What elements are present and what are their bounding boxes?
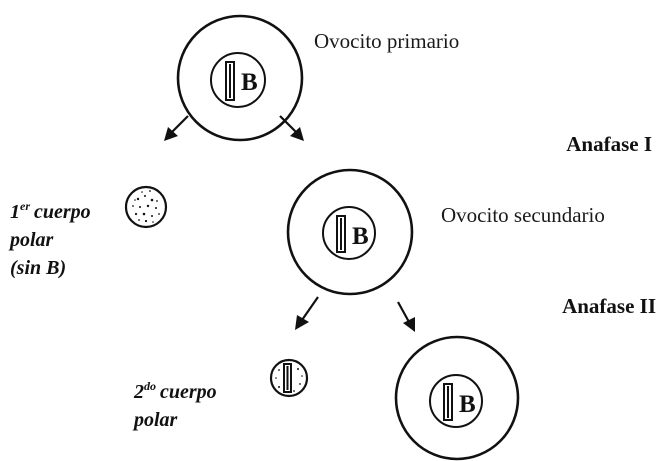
arrow-to-secondary-oocyte (279, 115, 304, 141)
ovum-cell (394, 335, 520, 461)
secondary-oocyte: B (286, 168, 414, 296)
secondary-oocyte-nucleus (322, 206, 376, 260)
primary-oocyte-allele-label: B (241, 69, 258, 96)
second-polar-body-line2: polar (132, 409, 178, 431)
ovum: B (394, 335, 520, 461)
primary-oocyte: B (176, 14, 304, 142)
first-polar-body-cell (124, 185, 168, 229)
secondary-oocyte-allele-label: B (352, 223, 369, 250)
arrow-to-first-polar-body (164, 115, 189, 141)
ovum-chromosome (443, 383, 453, 421)
secondary-oocyte-chromosome (336, 215, 346, 253)
primary-oocyte-nucleus (210, 52, 266, 108)
second-polar-body-ordinal: 2 (133, 381, 144, 403)
primary-oocyte-label: Ovocito primario (314, 29, 459, 53)
primary-oocyte-cell (176, 14, 304, 142)
first-polar-body-word: cuerpo (34, 201, 91, 223)
first-polar-body-label: 1er cuerpo polar (sin B) (8, 199, 91, 279)
secondary-oocyte-label: Ovocito secundario (441, 203, 605, 227)
first-polar-body-speckles (132, 190, 160, 223)
anaphase-2-label: Anafase II (562, 294, 656, 318)
second-polar-body-ordinal-sup: do (144, 379, 156, 393)
arrow-to-second-polar-body (295, 296, 319, 330)
second-polar-body-word: cuerpo (160, 381, 217, 403)
second-polar-body-chromosome (283, 363, 292, 393)
second-polar-body-label: 2do cuerpo polar (132, 379, 217, 431)
anaphase-1-label: Anafase I (566, 132, 652, 156)
ovum-nucleus (429, 374, 483, 428)
first-polar-body-line3: (sin B) (10, 257, 66, 279)
first-polar-body-ordinal-sup: er (20, 199, 30, 213)
primary-oocyte-chromosome (225, 61, 235, 101)
secondary-oocyte-cell (286, 168, 414, 296)
first-polar-body-line2: polar (8, 229, 54, 251)
ovum-allele-label: B (459, 391, 476, 418)
first-polar-body-ordinal: 1 (10, 201, 20, 223)
second-polar-body (269, 358, 309, 398)
arrow-to-ovum (397, 301, 415, 332)
first-polar-body (124, 185, 168, 229)
